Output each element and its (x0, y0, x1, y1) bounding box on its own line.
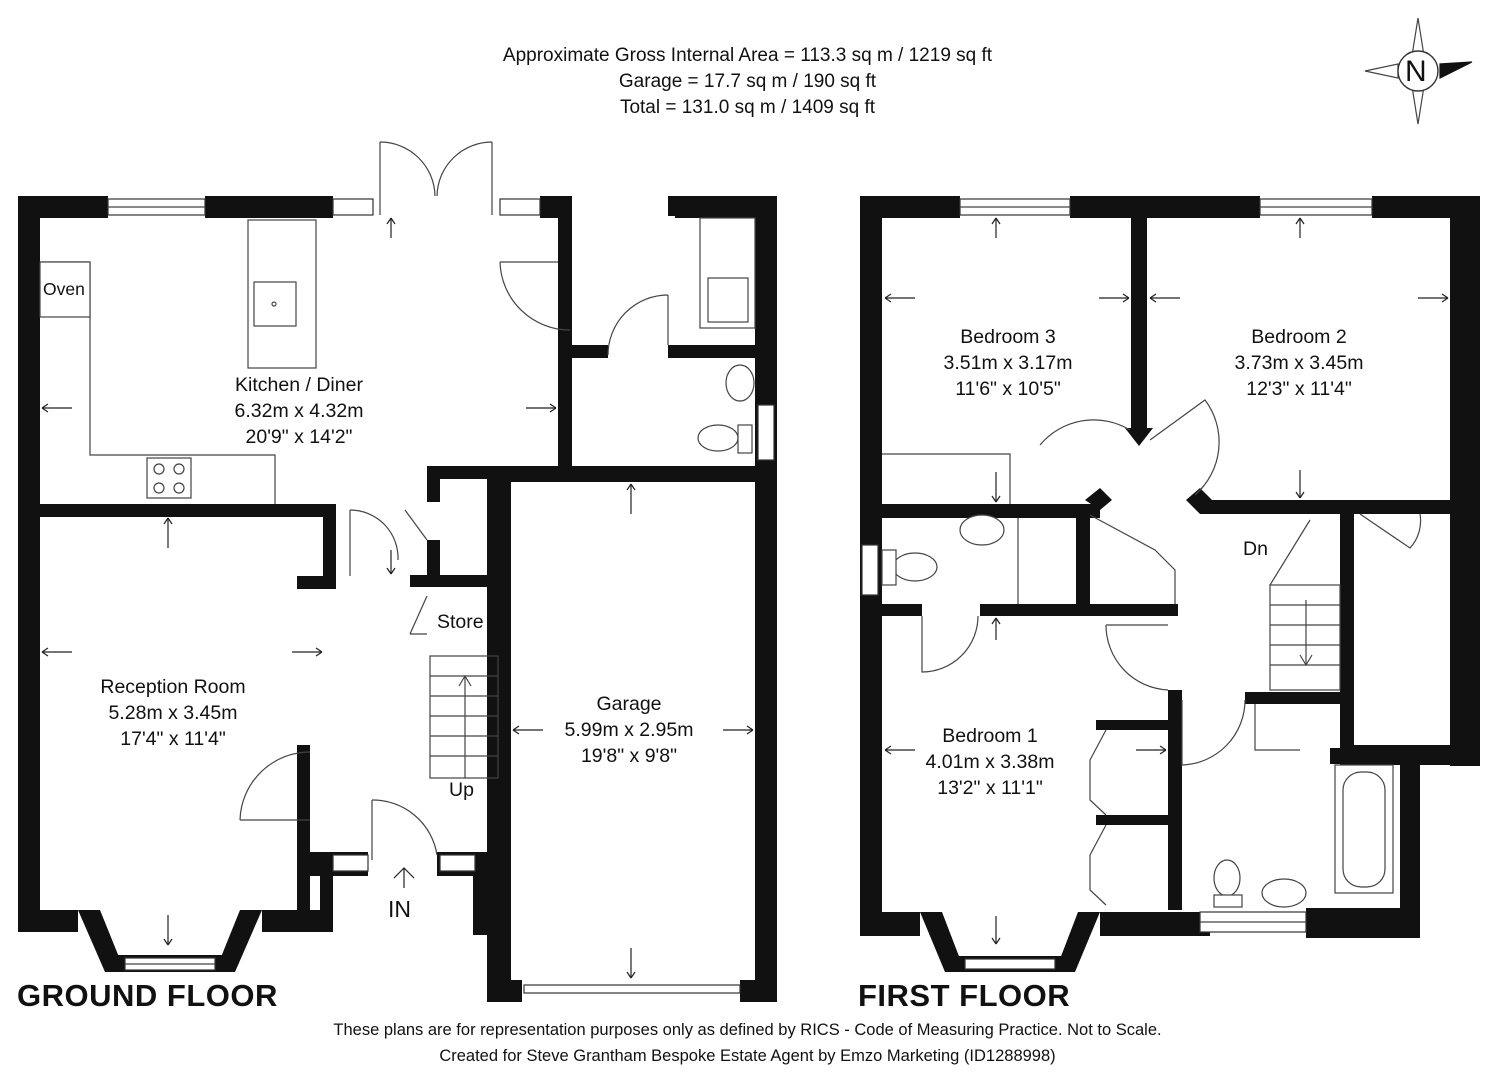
bedroom1-label: Bedroom 1 4.01m x 3.38m 13'2" x 11'1" (926, 723, 1055, 801)
bedroom3-label: Bedroom 3 3.51m x 3.17m 11'6" x 10'5" (944, 324, 1073, 402)
bedroom1-name: Bedroom 1 (942, 725, 1038, 747)
ground-floor-title: GROUND FLOOR (17, 978, 278, 1013)
first-floor-walls (860, 196, 1480, 972)
first-floor-fixtures (881, 217, 1449, 945)
garage-metric: 5.99m x 2.95m (564, 719, 694, 741)
bedroom3-name: Bedroom 3 (960, 326, 1056, 348)
first-floor-title: FIRST FLOOR (858, 978, 1071, 1013)
kitchen-metric: 6.32m x 4.32m (234, 400, 364, 422)
kitchen-label: Kitchen / Diner 6.32m x 4.32m 20'9" x 14… (235, 372, 364, 450)
reception-imperial: 17'4" x 11'4" (120, 728, 226, 750)
compass-icon (1364, 17, 1473, 125)
gross-area-text: Approximate Gross Internal Area = 113.3 … (502, 45, 993, 66)
bedroom1-imperial: 13'2" x 11'1" (937, 777, 1043, 799)
reception-label: Reception Room 5.28m x 3.45m 17'4" x 11'… (100, 674, 245, 752)
bedroom2-imperial: 12'3" x 11'4" (1246, 378, 1352, 400)
reception-name: Reception Room (100, 676, 246, 698)
bedroom2-label: Bedroom 2 3.73m x 3.45m 12'3" x 11'4" (1235, 324, 1364, 402)
entrance-label: IN (388, 896, 411, 922)
kitchen-imperial: 20'9" x 14'2" (245, 426, 353, 448)
total-area-text: Total = 131.0 sq m / 1409 sq ft (619, 97, 876, 118)
ground-floor-walls (18, 196, 777, 1002)
first-floor-windows (861, 198, 1373, 970)
kitchen-name: Kitchen / Diner (235, 374, 363, 396)
garage-name: Garage (596, 693, 662, 715)
garage-label: Garage 5.99m x 2.95m 19'8" x 9'8" (565, 691, 694, 769)
stairs-up-label: Up (449, 779, 474, 801)
disclaimer-text: These plans are for representation purpo… (333, 1021, 1162, 1039)
bedroom3-imperial: 11'6" x 10'5" (955, 378, 1061, 400)
bedroom3-metric: 3.51m x 3.17m (943, 352, 1073, 374)
store-label: Store (437, 611, 484, 633)
reception-metric: 5.28m x 3.45m (108, 702, 238, 724)
bedroom1-metric: 4.01m x 3.38m (925, 751, 1055, 773)
bedroom2-metric: 3.73m x 3.45m (1234, 352, 1364, 374)
bedroom2-name: Bedroom 2 (1251, 326, 1347, 348)
stairs-down-label: Dn (1243, 538, 1268, 560)
garage-area-text: Garage = 17.7 sq m / 190 sq ft (618, 71, 877, 92)
ground-floor-fixtures (39, 141, 756, 979)
garage-imperial: 19'8" x 9'8" (580, 745, 678, 767)
compass-letter: N (1405, 55, 1427, 88)
credit-text: Created for Steve Grantham Bespoke Estat… (439, 1047, 1056, 1065)
ground-floor-windows (107, 198, 775, 994)
oven-label: Oven (43, 279, 85, 299)
